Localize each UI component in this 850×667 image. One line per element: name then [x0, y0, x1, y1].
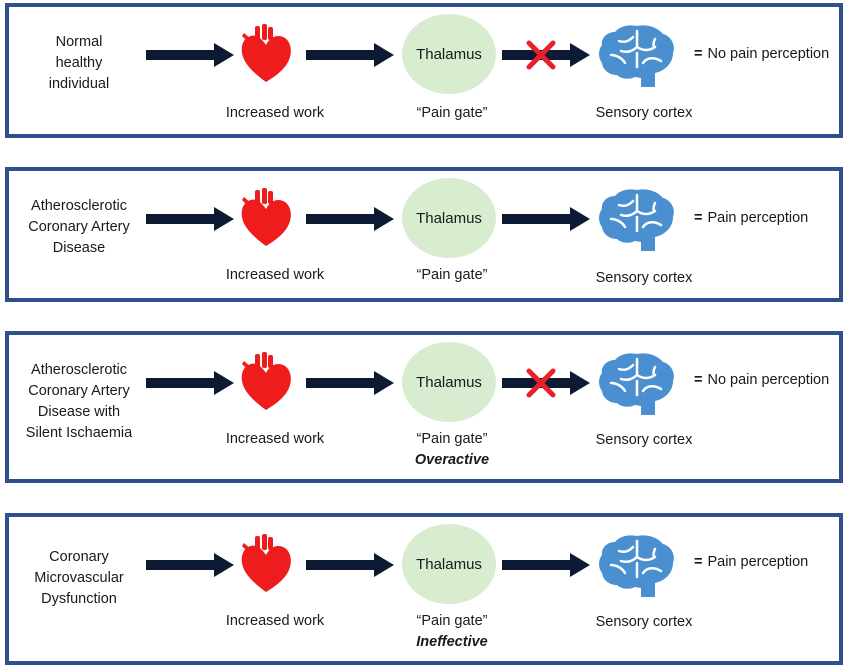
arrow-right-icon [502, 371, 590, 395]
brain-icon [599, 353, 674, 415]
heart-icon [241, 352, 291, 410]
arrow-right-icon [146, 553, 234, 577]
equals-sign: = [694, 210, 703, 226]
blocked-x-icon [526, 40, 556, 70]
arrow-right-icon [146, 371, 234, 395]
result-text: =Pain perception [694, 210, 808, 226]
condition-line: Coronary Artery [28, 383, 130, 399]
heart-caption: Increased work [225, 105, 325, 121]
result-label: Pain perception [707, 210, 809, 226]
brain-icon [599, 535, 674, 597]
gate-caption: “Pain gate” [416, 105, 488, 121]
thalamus-node: Thalamus [402, 178, 496, 258]
blocked-x-icon [526, 368, 556, 398]
arrow-right-icon [502, 207, 590, 231]
condition-line: Coronary Artery [28, 219, 130, 235]
result-label: Pain perception [707, 554, 809, 570]
brain-icon [599, 25, 674, 88]
cortex-caption: Sensory cortex [595, 614, 693, 630]
condition-line: Dysfunction [41, 591, 117, 607]
condition-line: Coronary [49, 549, 109, 565]
result-text: =Pain perception [694, 554, 808, 570]
condition-label: Normal healthy individual [9, 32, 149, 95]
gate-modifier: Overactive [414, 452, 490, 468]
gate-caption: “Pain gate” [416, 267, 488, 283]
condition-line: Normal [55, 34, 103, 50]
arrow-right-icon [306, 207, 394, 231]
arrow-right-icon [306, 43, 394, 67]
condition-label: Coronary Microvascular Dysfunction [9, 547, 149, 610]
condition-line: Microvascular [34, 570, 124, 586]
condition-line: Disease [52, 240, 106, 256]
condition-line: healthy [55, 55, 103, 71]
gate-modifier: Ineffective [416, 634, 488, 650]
condition-line: Atherosclerotic [31, 198, 127, 214]
heart-caption: Increased work [225, 267, 325, 283]
panel-microvascular-dysfunction: Coronary Microvascular Dysfunction Thala… [5, 513, 843, 665]
result-label: No pain perception [707, 372, 830, 388]
result-text: =No pain perception [694, 372, 829, 388]
equals-sign: = [694, 372, 703, 388]
condition-line: individual [48, 76, 110, 92]
arrow-right-icon [146, 207, 234, 231]
condition-line: Silent Ischaemia [25, 425, 133, 441]
heart-caption: Increased work [225, 431, 325, 447]
heart-caption: Increased work [225, 613, 325, 629]
condition-label: Atherosclerotic Coronary Artery Disease [9, 196, 149, 259]
heart-icon [241, 188, 291, 246]
heart-icon [241, 24, 291, 82]
condition-line: Atherosclerotic [31, 362, 127, 378]
brain-icon [599, 189, 674, 251]
arrow-right-icon [502, 553, 590, 577]
gate-caption: “Pain gate” [416, 613, 488, 629]
heart-icon [241, 534, 291, 592]
cortex-caption: Sensory cortex [595, 432, 693, 448]
condition-line: Disease with [37, 404, 121, 420]
thalamus-node: Thalamus [402, 342, 496, 422]
arrow-right-icon [306, 553, 394, 577]
panel-silent-ischaemia: Atherosclerotic Coronary Artery Disease … [5, 331, 843, 483]
cortex-caption: Sensory cortex [595, 105, 693, 121]
gate-caption: “Pain gate” [416, 431, 488, 447]
thalamus-node: Thalamus [402, 524, 496, 604]
arrow-right-icon [306, 371, 394, 395]
arrow-right-icon [146, 43, 234, 67]
result-text: =No pain perception [694, 46, 829, 62]
result-label: No pain perception [707, 46, 830, 62]
thalamus-node: Thalamus [402, 14, 496, 94]
arrow-right-icon [502, 43, 590, 67]
condition-label: Atherosclerotic Coronary Artery Disease … [9, 360, 149, 444]
panel-atherosclerotic-cad: Atherosclerotic Coronary Artery Disease … [5, 167, 843, 302]
cortex-caption: Sensory cortex [595, 270, 693, 286]
equals-sign: = [694, 554, 703, 570]
equals-sign: = [694, 46, 703, 62]
panel-normal-healthy: Normal healthy individual Thalamus Incre… [5, 3, 843, 138]
